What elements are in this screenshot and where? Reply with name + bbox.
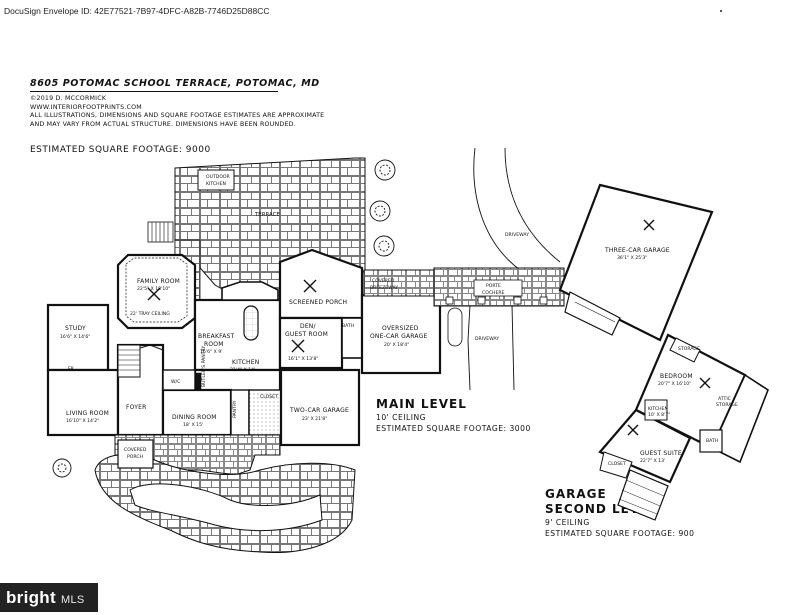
three-car-garage-dim: 36'1" X 25'3" [617, 255, 647, 261]
oversized-garage-room [360, 293, 442, 375]
breezeway-label-2: BREEZEWAY [370, 285, 398, 291]
total-sqft: ESTIMATED SQUARE FOOTAGE: 9000 [30, 145, 211, 155]
pantry-label: PANTRY [232, 400, 238, 418]
tray-ceiling-label: 22' TRAY CEILING [130, 311, 170, 317]
two-car-garage-dim: 23' X 21'8" [302, 416, 327, 422]
kitchen-label: KITCHEN [232, 359, 259, 366]
breakfast-label-2: ROOM [204, 341, 224, 348]
two-car-garage-label: TWO-CAR GARAGE [289, 407, 349, 414]
oversized-garage-dim: 20' X 18'4" [384, 342, 409, 348]
three-car-garage-room [558, 183, 714, 342]
attic-storage-label-2: STORAGE [716, 402, 738, 408]
living-room [46, 368, 120, 437]
breezeway [363, 267, 565, 307]
breakfast-dim: 16'6" X 9' [200, 349, 222, 355]
garage-level-title-1: GARAGE [545, 487, 607, 501]
oversized-garage-label-2: ONE-CAR GARAGE [370, 333, 427, 340]
kitchen-g-dim: 10' X 8'7" [648, 412, 670, 418]
disclaimer-line-1: ALL ILLUSTRATIONS, DIMENSIONS AND SQUARE… [30, 112, 325, 120]
living-room-label: LIVING ROOM [66, 410, 109, 417]
front-walkway [94, 434, 356, 553]
outdoor-kitchen-label-2: KITCHEN [206, 181, 226, 187]
guest-suite-g [598, 408, 692, 484]
screened-porch-label: SCREENED PORCH [289, 299, 347, 306]
living-room-dim: 16'10" X 14'2" [66, 418, 99, 424]
three-car-garage-label: THREE-CAR GARAGE [604, 247, 670, 254]
main-level-sqft: ESTIMATED SQUARE FOOTAGE: 3000 [376, 424, 531, 433]
kitchen-g-label: KITCHEN [648, 406, 668, 412]
outdoor-kitchen: OUTDOOR KITCHEN [197, 169, 235, 191]
porte-cochere-label-2: COCHERE [482, 290, 505, 296]
butlers-pantry-label: BUTLER'S PANTRY [201, 346, 207, 387]
dining-room-label: DINING ROOM [172, 414, 217, 421]
screened-porch [278, 248, 364, 320]
garage-level-ceiling: 9' CEILING [545, 518, 590, 527]
bedroom-dim: 20'7" X 16'10" [658, 381, 691, 387]
title-underline [30, 91, 278, 92]
study-room [46, 303, 110, 372]
den-dim: 16'1" X 13'8" [288, 356, 318, 362]
oversized-garage-label-1: OVERSIZED [382, 325, 419, 332]
foyer-label: FOYER [126, 404, 146, 411]
closet-g-label: CLOSET [608, 461, 626, 467]
storage-label: STORAGE [678, 346, 700, 352]
main-house [46, 248, 442, 447]
study-label: STUDY [65, 325, 86, 332]
fr-label: FR [68, 366, 75, 372]
covered-porch-label-1: COVERED [124, 447, 147, 453]
property-address: 8605 POTOMAC SCHOOL TERRACE, POTOMAC, MD [30, 78, 320, 89]
closet-label: CLOSET [260, 394, 278, 400]
breezeway-label-1: COVERED [372, 278, 395, 284]
dining-room [161, 388, 233, 437]
bath-label: BATH [342, 323, 354, 329]
family-room-dim: 22'5" X 18'10" [137, 286, 170, 292]
garden-bed [447, 307, 463, 347]
bright-mls-logo: bright MLS [0, 583, 98, 612]
disclaimer-line-2: AND MAY VARY FROM ACTUAL STRUCTURE. DIME… [30, 120, 296, 128]
copyright: ©2019 D. MCCORMICK [30, 95, 107, 102]
family-room-label: FAMILY ROOM [137, 278, 180, 285]
main-level-caption: MAIN LEVEL 10' CEILING ESTIMATED SQUARE … [376, 397, 531, 434]
room-labels: FAMILY ROOM 22'5" X 18'10" 22' TRAY CEIL… [60, 247, 738, 467]
dining-room-dim: 18' X 15' [183, 422, 203, 428]
bedroom-label: BEDROOM [660, 373, 693, 380]
two-car-garage-room [279, 368, 361, 447]
trees [52, 159, 396, 478]
brand-name: bright [6, 588, 56, 607]
covered-porch-label-2: PORCH [127, 454, 143, 460]
attic-storage-label-1: ATTIC [718, 396, 731, 402]
main-level-title: MAIN LEVEL [376, 397, 467, 411]
outdoor-kitchen-label-1: OUTDOOR [206, 174, 231, 180]
garage-second-level-plan [598, 333, 769, 521]
corner-dot [720, 10, 722, 12]
website: WWW.INTERIORFOOTPRINTS.COM [30, 103, 142, 111]
terrace-label: TERRACE [254, 212, 280, 218]
main-level-ceiling: 10' CEILING [376, 413, 427, 422]
wic-label: W/C [171, 379, 180, 385]
guest-suite-label: GUEST SUITE [640, 450, 682, 457]
guest-suite-dim: 22'7" X 13' [640, 458, 665, 464]
bath-g-label: BATH [706, 438, 718, 444]
driveway-lines [467, 147, 561, 391]
driveway-mid-label: DRIVEWAY [475, 336, 499, 342]
ceiling-fan-icons [147, 219, 711, 436]
header-notes: ©2019 D. MCCORMICK WWW.INTERIORFOOTPRINT… [30, 95, 324, 129]
brand-suffix: MLS [60, 594, 85, 606]
terrace-stairs [147, 221, 174, 243]
den-label-2: GUEST ROOM [285, 331, 328, 338]
den-label-1: DEN/ [300, 323, 316, 330]
docusign-envelope-id: DocuSign Envelope ID: 42E77521-7B97-4DFC… [4, 6, 270, 16]
porte-cochere-label-1: PORTE [486, 283, 501, 289]
kitchen-dim: 21'4" X 14' [230, 367, 255, 373]
breakfast-label-1: BREAKFAST [198, 333, 235, 340]
garage-level-sqft: ESTIMATED SQUARE FOOTAGE: 900 [545, 529, 695, 538]
study-dim: 16'6" X 14'6" [60, 334, 90, 340]
driveway-top-label: DRIVEWAY [505, 232, 529, 238]
